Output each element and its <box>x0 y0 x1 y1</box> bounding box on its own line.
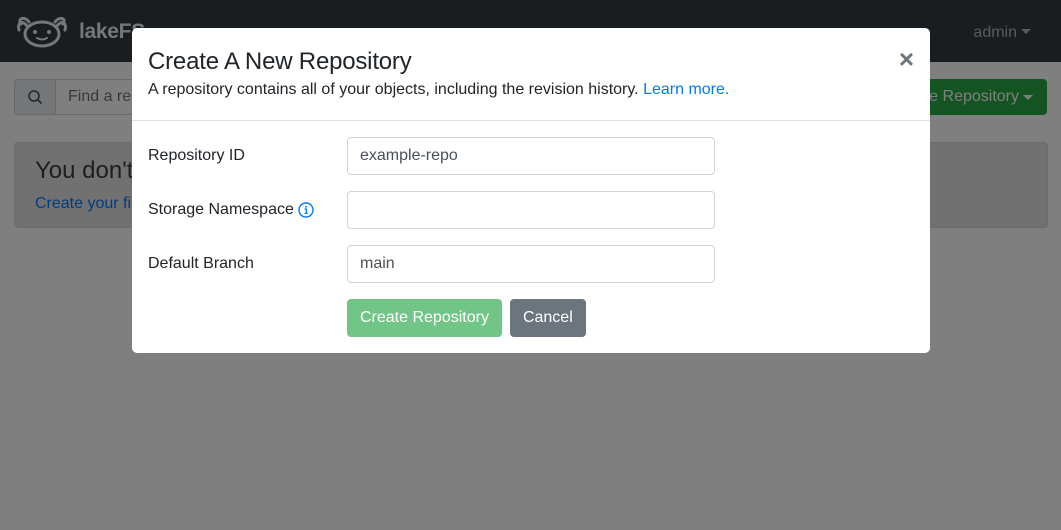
cancel-button[interactable]: Cancel <box>509 299 586 337</box>
storage-namespace-row: Storage Namespace <box>148 191 914 229</box>
default-branch-input[interactable] <box>347 245 715 283</box>
modal-actions: Create Repository Cancel <box>347 299 914 337</box>
create-repository-modal: Create A New Repository A repository con… <box>132 28 930 353</box>
modal-subtitle: A repository contains all of your object… <box>148 81 914 99</box>
default-branch-label-text: Default Branch <box>148 255 254 272</box>
modal-body: Repository ID Storage Namespace Default … <box>132 121 930 353</box>
modal-header: Create A New Repository A repository con… <box>132 28 930 121</box>
repository-id-row: Repository ID <box>148 137 914 175</box>
modal-description: A repository contains all of your object… <box>148 80 639 98</box>
repository-id-input[interactable] <box>347 137 715 175</box>
storage-namespace-input[interactable] <box>347 191 715 229</box>
repository-id-label: Repository ID <box>148 147 347 165</box>
storage-namespace-label: Storage Namespace <box>148 201 347 219</box>
learn-more-link[interactable]: Learn more. <box>643 80 730 98</box>
default-branch-label: Default Branch <box>148 255 347 273</box>
close-button[interactable]: × <box>898 44 914 74</box>
repository-id-label-text: Repository ID <box>148 147 245 164</box>
modal-title: Create A New Repository <box>148 48 412 75</box>
storage-namespace-label-text: Storage Namespace <box>148 201 294 218</box>
default-branch-row: Default Branch <box>148 245 914 283</box>
info-icon[interactable] <box>298 202 314 218</box>
create-repository-button[interactable]: Create Repository <box>347 299 502 337</box>
